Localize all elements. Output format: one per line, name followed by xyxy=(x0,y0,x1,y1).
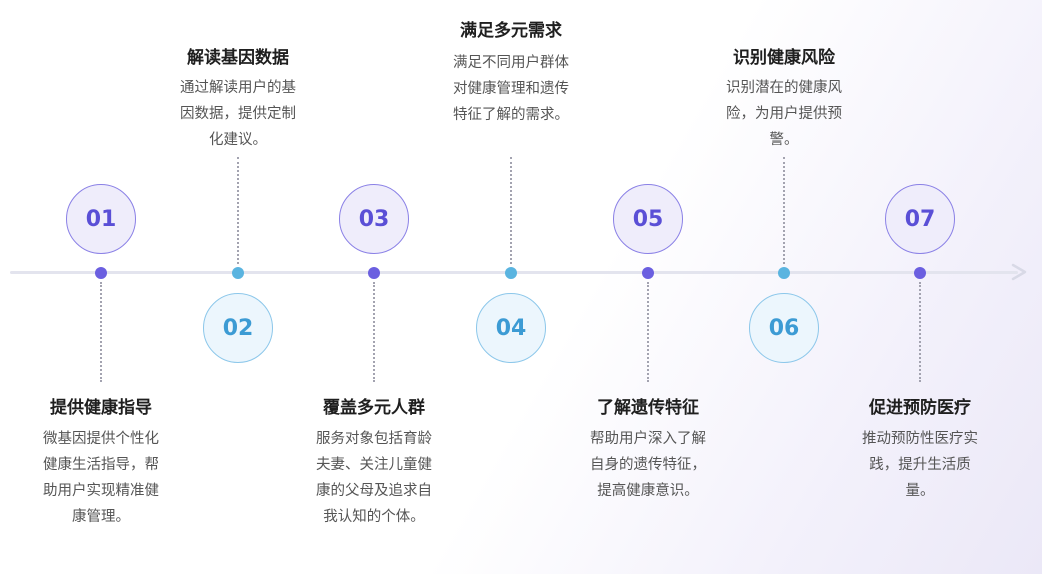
step-title: 覆盖多元人群 xyxy=(323,398,425,418)
timeline-node-dot xyxy=(642,267,654,279)
step-connector-line xyxy=(919,282,921,382)
step-connector-line xyxy=(647,282,649,382)
step-description: 通过解读用户的基因数据，提供定制化建议。 xyxy=(180,80,296,148)
step-description: 识别潜在的健康风险，为用户提供预警。 xyxy=(726,80,842,148)
step-description: 满足不同用户群体对健康管理和遗传特征了解的需求。 xyxy=(453,55,569,123)
step-title: 识别健康风险 xyxy=(733,48,835,68)
step-description: 微基因提供个性化健康生活指导，帮助用户实现精准健康管理。 xyxy=(43,431,159,525)
timeline-node-dot xyxy=(95,267,107,279)
step-number-circle: 05 xyxy=(613,184,683,254)
step-number-circle: 04 xyxy=(476,293,546,363)
step-number-circle: 03 xyxy=(339,184,409,254)
timeline-node-dot xyxy=(368,267,380,279)
step-number-circle: 01 xyxy=(66,184,136,254)
step-connector-line xyxy=(237,157,239,264)
timeline-node-dot xyxy=(232,267,244,279)
step-title: 提供健康指导 xyxy=(50,398,152,418)
step-connector-line xyxy=(100,282,102,382)
step-description: 推动预防性医疗实践，提升生活质量。 xyxy=(862,431,978,499)
step-connector-line xyxy=(510,157,512,264)
step-title: 解读基因数据 xyxy=(187,48,289,68)
step-connector-line xyxy=(783,157,785,264)
step-description: 帮助用户深入了解自身的遗传特征，提高健康意识。 xyxy=(590,431,706,499)
step-title: 了解遗传特征 xyxy=(597,398,699,418)
step-number-circle: 02 xyxy=(203,293,273,363)
step-number-circle: 06 xyxy=(749,293,819,363)
step-description: 服务对象包括育龄夫妻、关注儿童健康的父母及追求自我认知的个体。 xyxy=(316,431,432,525)
step-connector-line xyxy=(373,282,375,382)
step-number-circle: 07 xyxy=(885,184,955,254)
timeline-node-dot xyxy=(914,267,926,279)
step-title: 促进预防医疗 xyxy=(869,398,971,418)
timeline-node-dot xyxy=(505,267,517,279)
step-title: 满足多元需求 xyxy=(460,21,562,41)
timeline-node-dot xyxy=(778,267,790,279)
